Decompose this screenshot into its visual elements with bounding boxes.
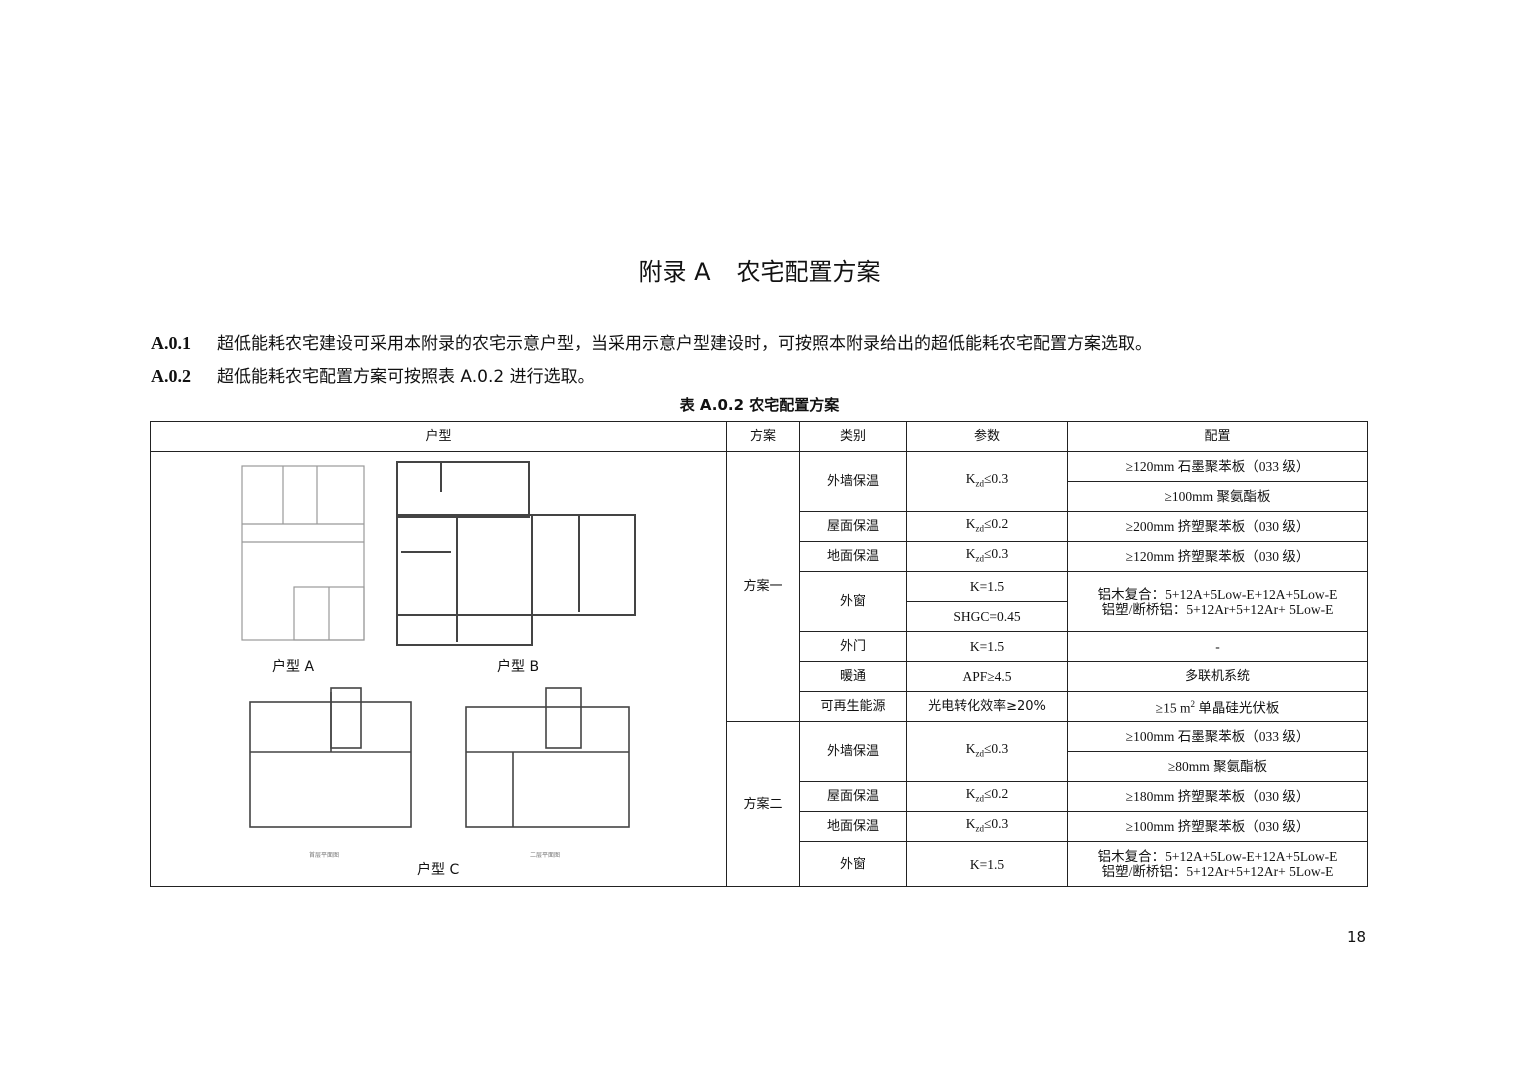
param-cell: 光电转化效率≥20%	[906, 691, 1068, 722]
table-row: SHGC=0.45	[151, 601, 1368, 632]
floor-plan-c-first	[249, 687, 412, 828]
category-cell: 外墙保温	[799, 451, 907, 512]
config-cell: ≥100mm 挤塑聚苯板（030 级）	[1067, 811, 1368, 842]
param-cell: Kzd≤0.3	[906, 721, 1068, 782]
table-row: 地面保温 Kzd≤0.3 ≥120mm 挤塑聚苯板（030 级）	[151, 541, 1368, 572]
plan-c-first-label: 首层平面图	[309, 852, 340, 859]
header-cell: 类别	[799, 421, 907, 452]
floor-plan-c-second	[465, 687, 630, 828]
table-header-row: 户型 方案 类别 参数 配置	[150, 421, 1368, 452]
config-table: 户型 方案 类别 参数 配置	[150, 421, 1368, 887]
floor-plan-drawings	[241, 461, 636, 828]
page-number: 18	[1347, 928, 1367, 946]
category-cell: 屋面保温	[799, 781, 907, 812]
category-cell: 外门	[799, 631, 907, 662]
table-row: ≥80mm 聚氨酯板	[151, 751, 1368, 782]
param-cell: Kzd≤0.3	[906, 541, 1068, 572]
clause-a01: A.0.1 超低能耗农宅建设可采用本附录的农宅示意户型，当采用示意户型建设时，可按…	[151, 329, 1152, 354]
floor-plans-cell: 户型 A 户型 B 首层平面图 二层平面图 户型 C	[150, 451, 727, 887]
param-cell: K=1.5	[906, 571, 1068, 602]
category-cell: 可再生能源	[799, 691, 907, 722]
config-cell: 多联机系统	[1067, 661, 1368, 692]
table-row: 可再生能源 光电转化效率≥20% ≥15 m2 单晶硅光伏板	[151, 691, 1368, 722]
header-cell: 参数	[906, 421, 1068, 452]
clause-number: A.0.1	[151, 333, 191, 353]
config-cell: ≥120mm 挤塑聚苯板（030 级）	[1067, 541, 1368, 572]
clause-text: 超低能耗农宅配置方案可按照表 A.0.2 进行选取。	[217, 367, 595, 387]
category-cell: 地面保温	[799, 541, 907, 572]
config-cell: ≥80mm 聚氨酯板	[1067, 751, 1368, 782]
param-cell: SHGC=0.45	[906, 601, 1068, 632]
appendix-title: 附录 A 农宅配置方案	[0, 252, 1519, 287]
table-row: 暖通 APF≥4.5 多联机系统	[151, 661, 1368, 692]
clause-number: A.0.2	[151, 366, 191, 386]
floor-plan-b	[396, 461, 636, 646]
table-row: 地面保温 Kzd≤0.3 ≥100mm 挤塑聚苯板（030 级）	[151, 811, 1368, 842]
config-cell: ≥100mm 石墨聚苯板（033 级）	[1067, 721, 1368, 752]
plan-c-second-label: 二层平面图	[530, 852, 561, 859]
clause-text: 超低能耗农宅建设可采用本附录的农宅示意户型，当采用示意户型建设时，可按照本附录给…	[217, 334, 1152, 354]
table-row: 户型 A 户型 B 首层平面图 二层平面图 户型 C 方案一 外墙保温 Kzd≤…	[150, 451, 1368, 887]
category-cell: 暖通	[799, 661, 907, 692]
scheme-1-cell: 方案一	[726, 451, 800, 722]
config-cell: ≥120mm 石墨聚苯板（033 级）	[1067, 451, 1368, 482]
floor-plan-a	[241, 465, 365, 641]
category-cell: 地面保温	[799, 811, 907, 842]
header-cell: 方案	[726, 421, 800, 452]
category-cell: 外墙保温	[799, 721, 907, 782]
config-cell: -	[1067, 631, 1368, 662]
config-cell: ≥100mm 聚氨酯板	[1067, 481, 1368, 512]
param-cell: Kzd≤0.2	[906, 781, 1068, 812]
category-cell: 屋面保温	[799, 511, 907, 542]
config-cell: ≥180mm 挤塑聚苯板（030 级）	[1067, 781, 1368, 812]
param-cell: K=1.5	[906, 841, 1068, 887]
param-cell: Kzd≤0.3	[906, 451, 1068, 512]
config-cell: ≥15 m2 单晶硅光伏板	[1067, 691, 1368, 722]
header-cell: 配置	[1067, 421, 1368, 452]
plan-c-label: 户型 C	[417, 862, 460, 878]
header-cell: 户型	[150, 421, 727, 452]
param-cell: K=1.5	[906, 631, 1068, 662]
param-cell: APF≥4.5	[906, 661, 1068, 692]
param-cell: Kzd≤0.3	[906, 811, 1068, 842]
appendix-label: 附录 A	[638, 258, 711, 286]
table-row: 屋面保温 Kzd≤0.2 ≥200mm 挤塑聚苯板（030 级）	[151, 511, 1368, 542]
category-cell: 外窗	[799, 841, 907, 887]
clause-a02: A.0.2 超低能耗农宅配置方案可按照表 A.0.2 进行选取。	[151, 362, 595, 387]
table-row: 外门 K=1.5 -	[151, 631, 1368, 662]
plan-a-label: 户型 A	[272, 659, 315, 675]
scheme-2-cell: 方案二	[726, 721, 800, 887]
config-cell: ≥200mm 挤塑聚苯板（030 级）	[1067, 511, 1368, 542]
table-caption: 表 A.0.2 农宅配置方案	[679, 396, 840, 414]
table-row: 方案二 外墙保温 Kzd≤0.3 ≥100mm 石墨聚苯板（033 级）	[151, 721, 1368, 887]
appendix-heading: 农宅配置方案	[736, 258, 881, 286]
category-cell: 外窗	[799, 571, 907, 632]
param-cell: Kzd≤0.2	[906, 511, 1068, 542]
plan-b-label: 户型 B	[497, 659, 540, 675]
